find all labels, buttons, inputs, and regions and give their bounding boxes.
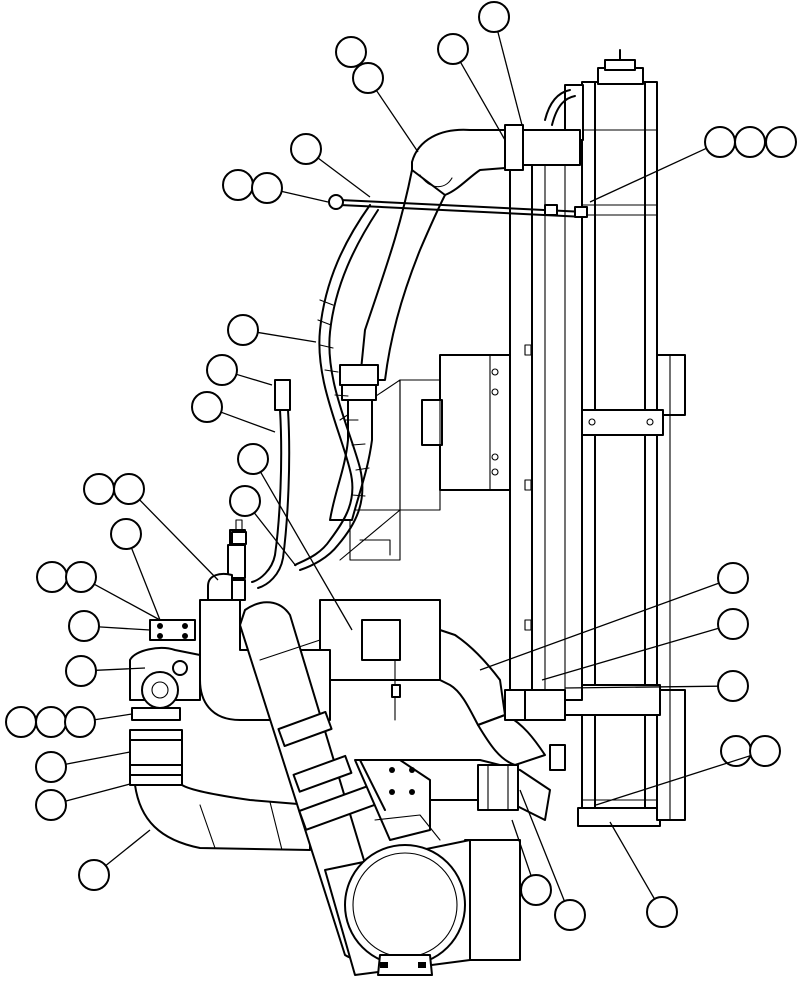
bracket-plate bbox=[149, 619, 196, 641]
callout-bubble-c22 bbox=[65, 655, 97, 687]
callout-bubble-c17 bbox=[229, 485, 261, 517]
elbow-clamp-1 bbox=[131, 707, 181, 721]
callout-bubble-c36 bbox=[646, 896, 678, 928]
callout-bubble-c25 bbox=[64, 706, 96, 738]
callout-bubble-c15 bbox=[83, 473, 115, 505]
callout-leader bbox=[65, 751, 131, 765]
callout-leader bbox=[459, 61, 506, 141]
callout-leader bbox=[609, 821, 656, 900]
callout-leader bbox=[595, 754, 751, 806]
callout-leader bbox=[511, 819, 532, 877]
callout-leader bbox=[281, 190, 329, 203]
callout-bubble-c26 bbox=[35, 751, 67, 783]
callout-bubble-c7 bbox=[765, 126, 797, 158]
callout-group bbox=[5, 1, 797, 931]
callout-bubble-c23 bbox=[5, 706, 37, 738]
side-mount-bracket bbox=[656, 354, 686, 416]
fan-pulley bbox=[421, 399, 443, 446]
thermostat-housing bbox=[361, 619, 401, 661]
callout-bubble-c35 bbox=[554, 899, 586, 931]
turbo-housing bbox=[464, 839, 521, 961]
callout-bubble-c13 bbox=[191, 391, 223, 423]
aftercooler-pipe bbox=[354, 759, 431, 841]
callout-leader bbox=[317, 157, 371, 198]
shroud-frame-rear bbox=[531, 139, 583, 701]
callout-bubble-c21 bbox=[68, 610, 100, 642]
elbow-assembly bbox=[129, 619, 311, 851]
callout-leader bbox=[541, 627, 719, 681]
callout-leader bbox=[253, 512, 297, 567]
callout-bubble-c31 bbox=[717, 670, 749, 702]
radiator-strap bbox=[577, 409, 664, 436]
tube-clamp-upper bbox=[277, 710, 333, 748]
callout-bubble-c8 bbox=[290, 133, 322, 165]
radiator bbox=[544, 49, 686, 827]
callout-bubble-c29 bbox=[717, 562, 749, 594]
callout-leader bbox=[65, 783, 131, 802]
callout-leader bbox=[497, 31, 523, 126]
lower-side-bracket bbox=[656, 689, 686, 821]
filler-cap bbox=[604, 59, 636, 71]
callout-leader bbox=[259, 471, 353, 631]
fan-hub bbox=[439, 354, 511, 491]
callout-bubble-c2 bbox=[437, 33, 469, 65]
callout-bubble-c6 bbox=[734, 126, 766, 158]
radiator-bottom-plate bbox=[577, 807, 661, 827]
callout-leader bbox=[589, 147, 707, 203]
callout-bubble-c19 bbox=[36, 561, 68, 593]
callout-bubble-c27 bbox=[35, 789, 67, 821]
turbocharger bbox=[324, 814, 521, 976]
callout-bubble-c3 bbox=[335, 36, 367, 68]
callout-leader bbox=[564, 685, 719, 689]
callout-leader bbox=[479, 582, 720, 671]
shroud-frame-front bbox=[509, 139, 533, 701]
callout-bubble-c9 bbox=[222, 169, 254, 201]
wire-harness bbox=[294, 204, 379, 571]
callout-bubble-c1 bbox=[478, 1, 510, 33]
callout-bubble-c32 bbox=[720, 735, 752, 767]
elbow-coupling bbox=[129, 729, 183, 776]
callout-leader bbox=[130, 547, 161, 621]
upper-radiator-hose bbox=[329, 124, 524, 521]
callout-leader bbox=[94, 713, 133, 721]
overflow-hose bbox=[251, 379, 291, 589]
callout-leader bbox=[220, 411, 276, 433]
callout-bubble-c16 bbox=[113, 473, 145, 505]
callout-bubble-c34 bbox=[520, 874, 552, 906]
callout-bubble-c5 bbox=[704, 126, 736, 158]
tube-clamp-lower bbox=[292, 754, 353, 793]
callout-bubble-c14 bbox=[237, 443, 269, 475]
callout-bubble-c20 bbox=[65, 561, 97, 593]
callout-bubble-c28 bbox=[78, 859, 110, 891]
callout-leader bbox=[375, 90, 419, 153]
hose-clamp-upper bbox=[339, 364, 379, 386]
callout-leader bbox=[93, 583, 161, 621]
tie-rod bbox=[328, 194, 588, 218]
callout-bubble-c33 bbox=[749, 735, 781, 767]
callout-leader bbox=[98, 626, 151, 631]
callout-bubble-c4 bbox=[352, 62, 384, 94]
callout-leader bbox=[95, 667, 146, 671]
callout-leader bbox=[257, 331, 317, 343]
callout-bubble-c30 bbox=[717, 608, 749, 640]
callout-leader bbox=[105, 829, 151, 867]
callout-bubble-c12 bbox=[206, 354, 238, 386]
callout-leader bbox=[519, 789, 566, 902]
fan-shroud bbox=[339, 129, 583, 701]
callout-bubble-c10 bbox=[251, 172, 283, 204]
coolant-pipe bbox=[399, 744, 566, 821]
callout-leader bbox=[236, 373, 273, 386]
lower-hose bbox=[319, 599, 566, 766]
pipe-clamp bbox=[477, 764, 519, 811]
callout-bubble-c24 bbox=[35, 706, 67, 738]
temperature-sensor bbox=[231, 519, 247, 545]
callout-leader bbox=[139, 499, 219, 581]
callout-bubble-c18 bbox=[110, 518, 142, 550]
callout-bubble-c11 bbox=[227, 314, 259, 346]
